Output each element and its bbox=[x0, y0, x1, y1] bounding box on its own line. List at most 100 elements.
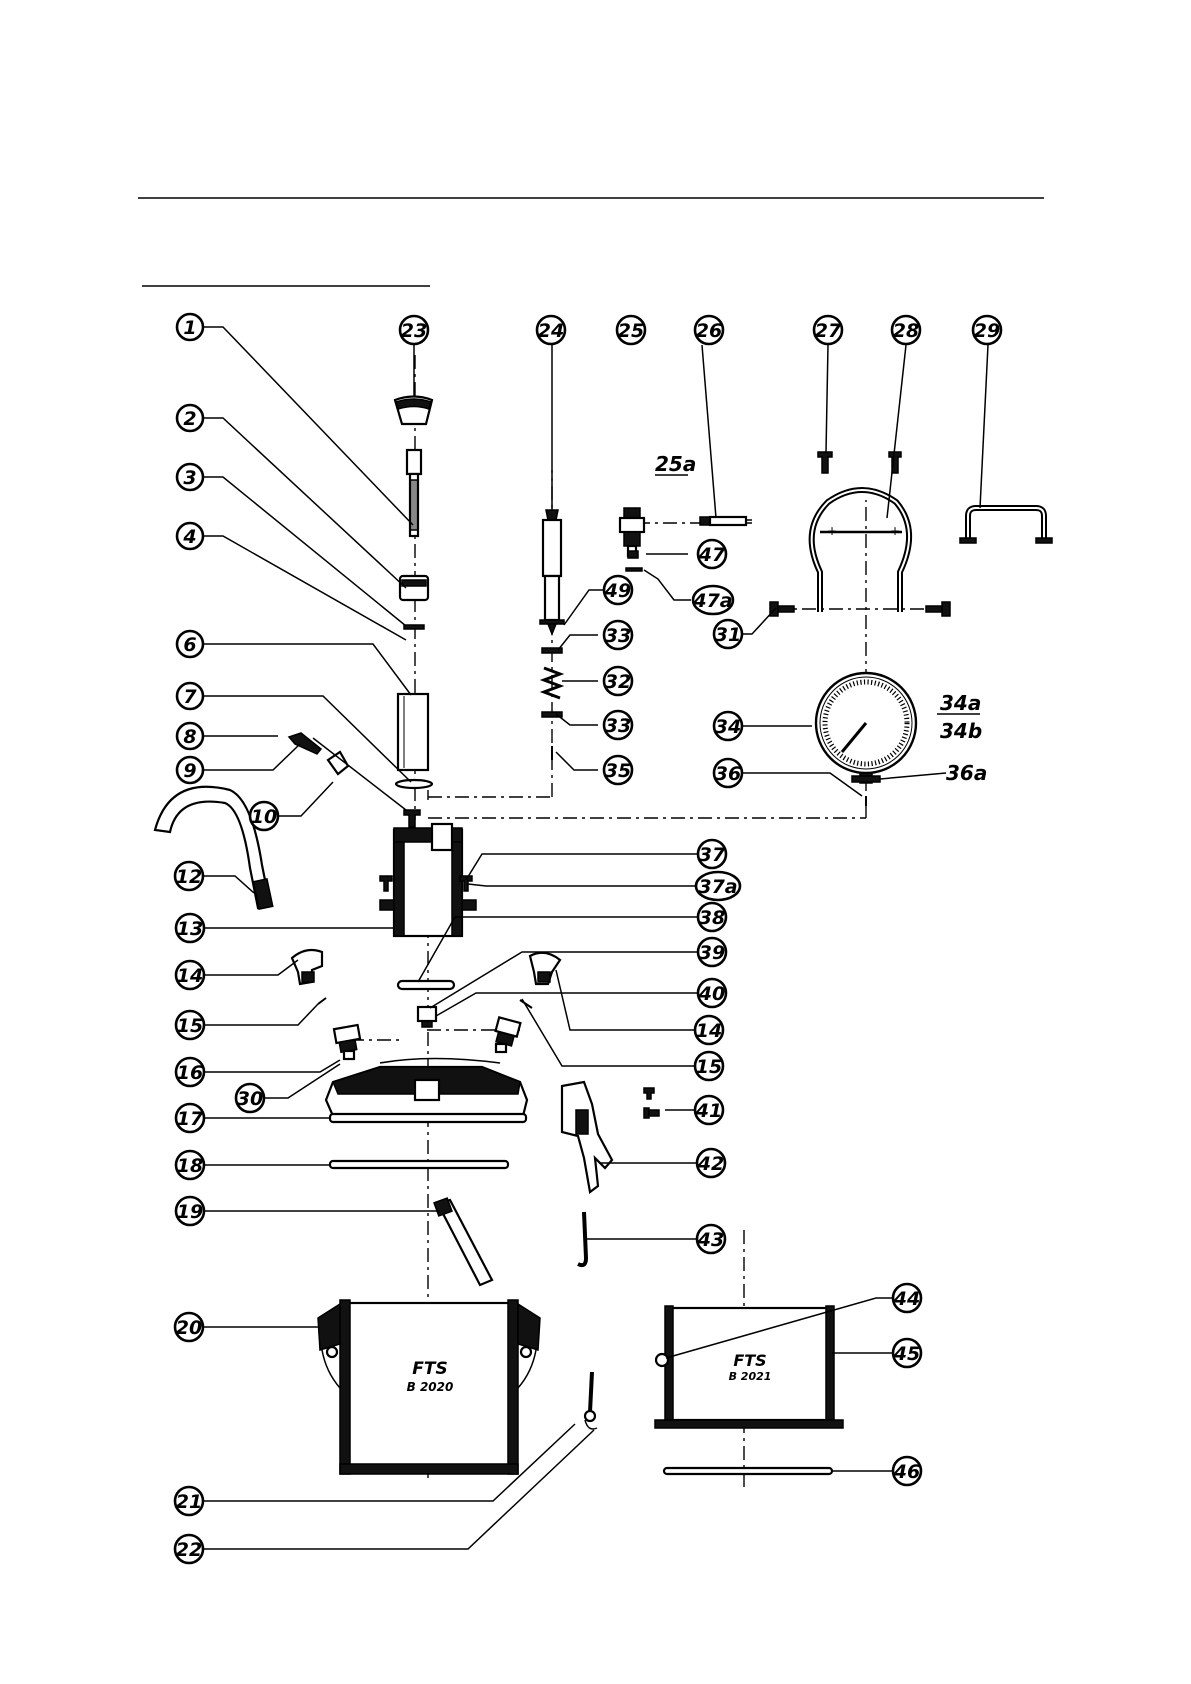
callout-7: 7 bbox=[177, 683, 203, 709]
part-13-stub-l bbox=[380, 900, 394, 910]
part-17-lid-center bbox=[415, 1080, 439, 1100]
part-13-inlet bbox=[432, 824, 452, 850]
part-38-washer bbox=[398, 981, 454, 989]
svg-text:42: 42 bbox=[697, 1153, 724, 1175]
svg-text:15: 15 bbox=[696, 1056, 722, 1078]
svg-text:21: 21 bbox=[176, 1491, 202, 1513]
svg-text:18: 18 bbox=[177, 1155, 203, 1177]
svg-text:33: 33 bbox=[605, 625, 631, 647]
part-27-screw bbox=[818, 452, 832, 473]
svg-text:10: 10 bbox=[251, 806, 277, 828]
callout-30: 30 bbox=[236, 1084, 264, 1112]
part-41-screw-lower bbox=[644, 1108, 659, 1118]
svg-text:47: 47 bbox=[698, 544, 726, 566]
part-27-screw-b bbox=[889, 452, 901, 473]
part-37-screw bbox=[380, 876, 392, 891]
callout-34: 34 bbox=[714, 712, 742, 740]
part-30-gasket bbox=[380, 1059, 500, 1064]
callout-1: 1 bbox=[177, 314, 203, 340]
part-7-ring bbox=[396, 780, 432, 788]
part-47a-seal bbox=[626, 568, 642, 571]
callout-29: 29 bbox=[973, 316, 1001, 344]
svg-text:28: 28 bbox=[893, 320, 919, 342]
part-13-cylinder-wall-l bbox=[394, 830, 404, 936]
svg-text:35: 35 bbox=[605, 760, 631, 782]
callout-3: 3 bbox=[177, 464, 203, 490]
svg-text:12: 12 bbox=[176, 866, 202, 888]
container-left-brand: FTS bbox=[412, 1359, 447, 1379]
part-26-needle bbox=[700, 517, 752, 525]
svg-text:2: 2 bbox=[183, 408, 196, 430]
svg-text:32: 32 bbox=[605, 671, 631, 693]
part-14-wingnut-left-base bbox=[302, 972, 314, 982]
svg-text:8: 8 bbox=[183, 726, 196, 748]
svg-text:14: 14 bbox=[696, 1020, 722, 1042]
callout-19: 19 bbox=[176, 1197, 204, 1225]
part-43-hook bbox=[578, 1212, 586, 1265]
svg-text:43: 43 bbox=[697, 1229, 724, 1251]
callout-20: 20 bbox=[175, 1313, 203, 1341]
part-24-pump-rod bbox=[540, 345, 564, 634]
callout-15-right: 15 bbox=[695, 1052, 723, 1080]
part-31-screw-left bbox=[770, 602, 794, 616]
callout-40: 40 bbox=[698, 979, 726, 1007]
callout-21: 21 bbox=[175, 1487, 203, 1515]
part-6-tube bbox=[398, 694, 428, 770]
part-42-latch bbox=[562, 1082, 612, 1192]
callout-4: 4 bbox=[177, 523, 203, 549]
svg-text:+: + bbox=[890, 524, 900, 538]
callout-37a: 37a bbox=[696, 872, 740, 900]
svg-text:25: 25 bbox=[618, 320, 644, 342]
part-1-stem-head bbox=[407, 450, 421, 474]
callout-13: 13 bbox=[176, 914, 204, 942]
svg-text:39: 39 bbox=[699, 942, 725, 964]
callout-42: 42 bbox=[697, 1149, 725, 1177]
svg-text:29: 29 bbox=[974, 320, 1000, 342]
svg-text:3: 3 bbox=[183, 467, 196, 489]
part-29-handle bbox=[960, 508, 1052, 543]
callout-31: 31 bbox=[714, 620, 742, 648]
svg-text:23: 23 bbox=[401, 320, 427, 342]
callout-18: 18 bbox=[176, 1151, 204, 1179]
callout-25: 25 bbox=[617, 316, 645, 344]
leader-lines bbox=[202, 327, 988, 1549]
svg-text:15: 15 bbox=[177, 1015, 203, 1037]
part-13-stub-r bbox=[462, 900, 476, 910]
svg-text:22: 22 bbox=[176, 1539, 202, 1561]
callout-49: 49 bbox=[604, 576, 632, 604]
callout-10: 10 bbox=[250, 802, 278, 830]
svg-text:40: 40 bbox=[698, 983, 725, 1005]
svg-text:19: 19 bbox=[177, 1201, 203, 1223]
svg-text:24: 24 bbox=[538, 320, 564, 342]
svg-text:46: 46 bbox=[893, 1461, 920, 1483]
svg-text:27: 27 bbox=[815, 320, 842, 342]
callout-24: 24 bbox=[537, 316, 565, 344]
svg-text:26: 26 bbox=[696, 320, 722, 342]
callout-33-lower: 33 bbox=[604, 711, 632, 739]
callout-47: 47 bbox=[698, 540, 726, 568]
callout-35: 35 bbox=[604, 756, 632, 784]
svg-text:33: 33 bbox=[605, 715, 631, 737]
part-42-latch-shade bbox=[576, 1110, 588, 1134]
part-28-clamp: + + bbox=[812, 490, 909, 612]
part-21-clip bbox=[585, 1372, 597, 1429]
svg-text:14: 14 bbox=[177, 965, 203, 987]
label-34a: 34a bbox=[940, 691, 981, 715]
callout-17: 17 bbox=[176, 1104, 204, 1132]
part-14-wingnut-right-base bbox=[538, 972, 550, 982]
callout-27: 27 bbox=[814, 316, 842, 344]
svg-text:13: 13 bbox=[177, 918, 203, 940]
callout-28: 28 bbox=[892, 316, 920, 344]
callout-45: 45 bbox=[893, 1339, 921, 1367]
callout-9: 9 bbox=[177, 757, 203, 783]
callout-26: 26 bbox=[695, 316, 723, 344]
svg-text:44: 44 bbox=[893, 1288, 920, 1310]
callout-23: 23 bbox=[400, 316, 428, 344]
part-34-pressure-gauge bbox=[816, 673, 916, 783]
container-right-model: B 2021 bbox=[729, 1370, 772, 1383]
svg-text:45: 45 bbox=[893, 1343, 920, 1365]
svg-text:1: 1 bbox=[183, 317, 196, 339]
svg-text:36: 36 bbox=[715, 763, 741, 785]
svg-text:34: 34 bbox=[715, 716, 741, 738]
callout-44: 44 bbox=[893, 1284, 921, 1312]
